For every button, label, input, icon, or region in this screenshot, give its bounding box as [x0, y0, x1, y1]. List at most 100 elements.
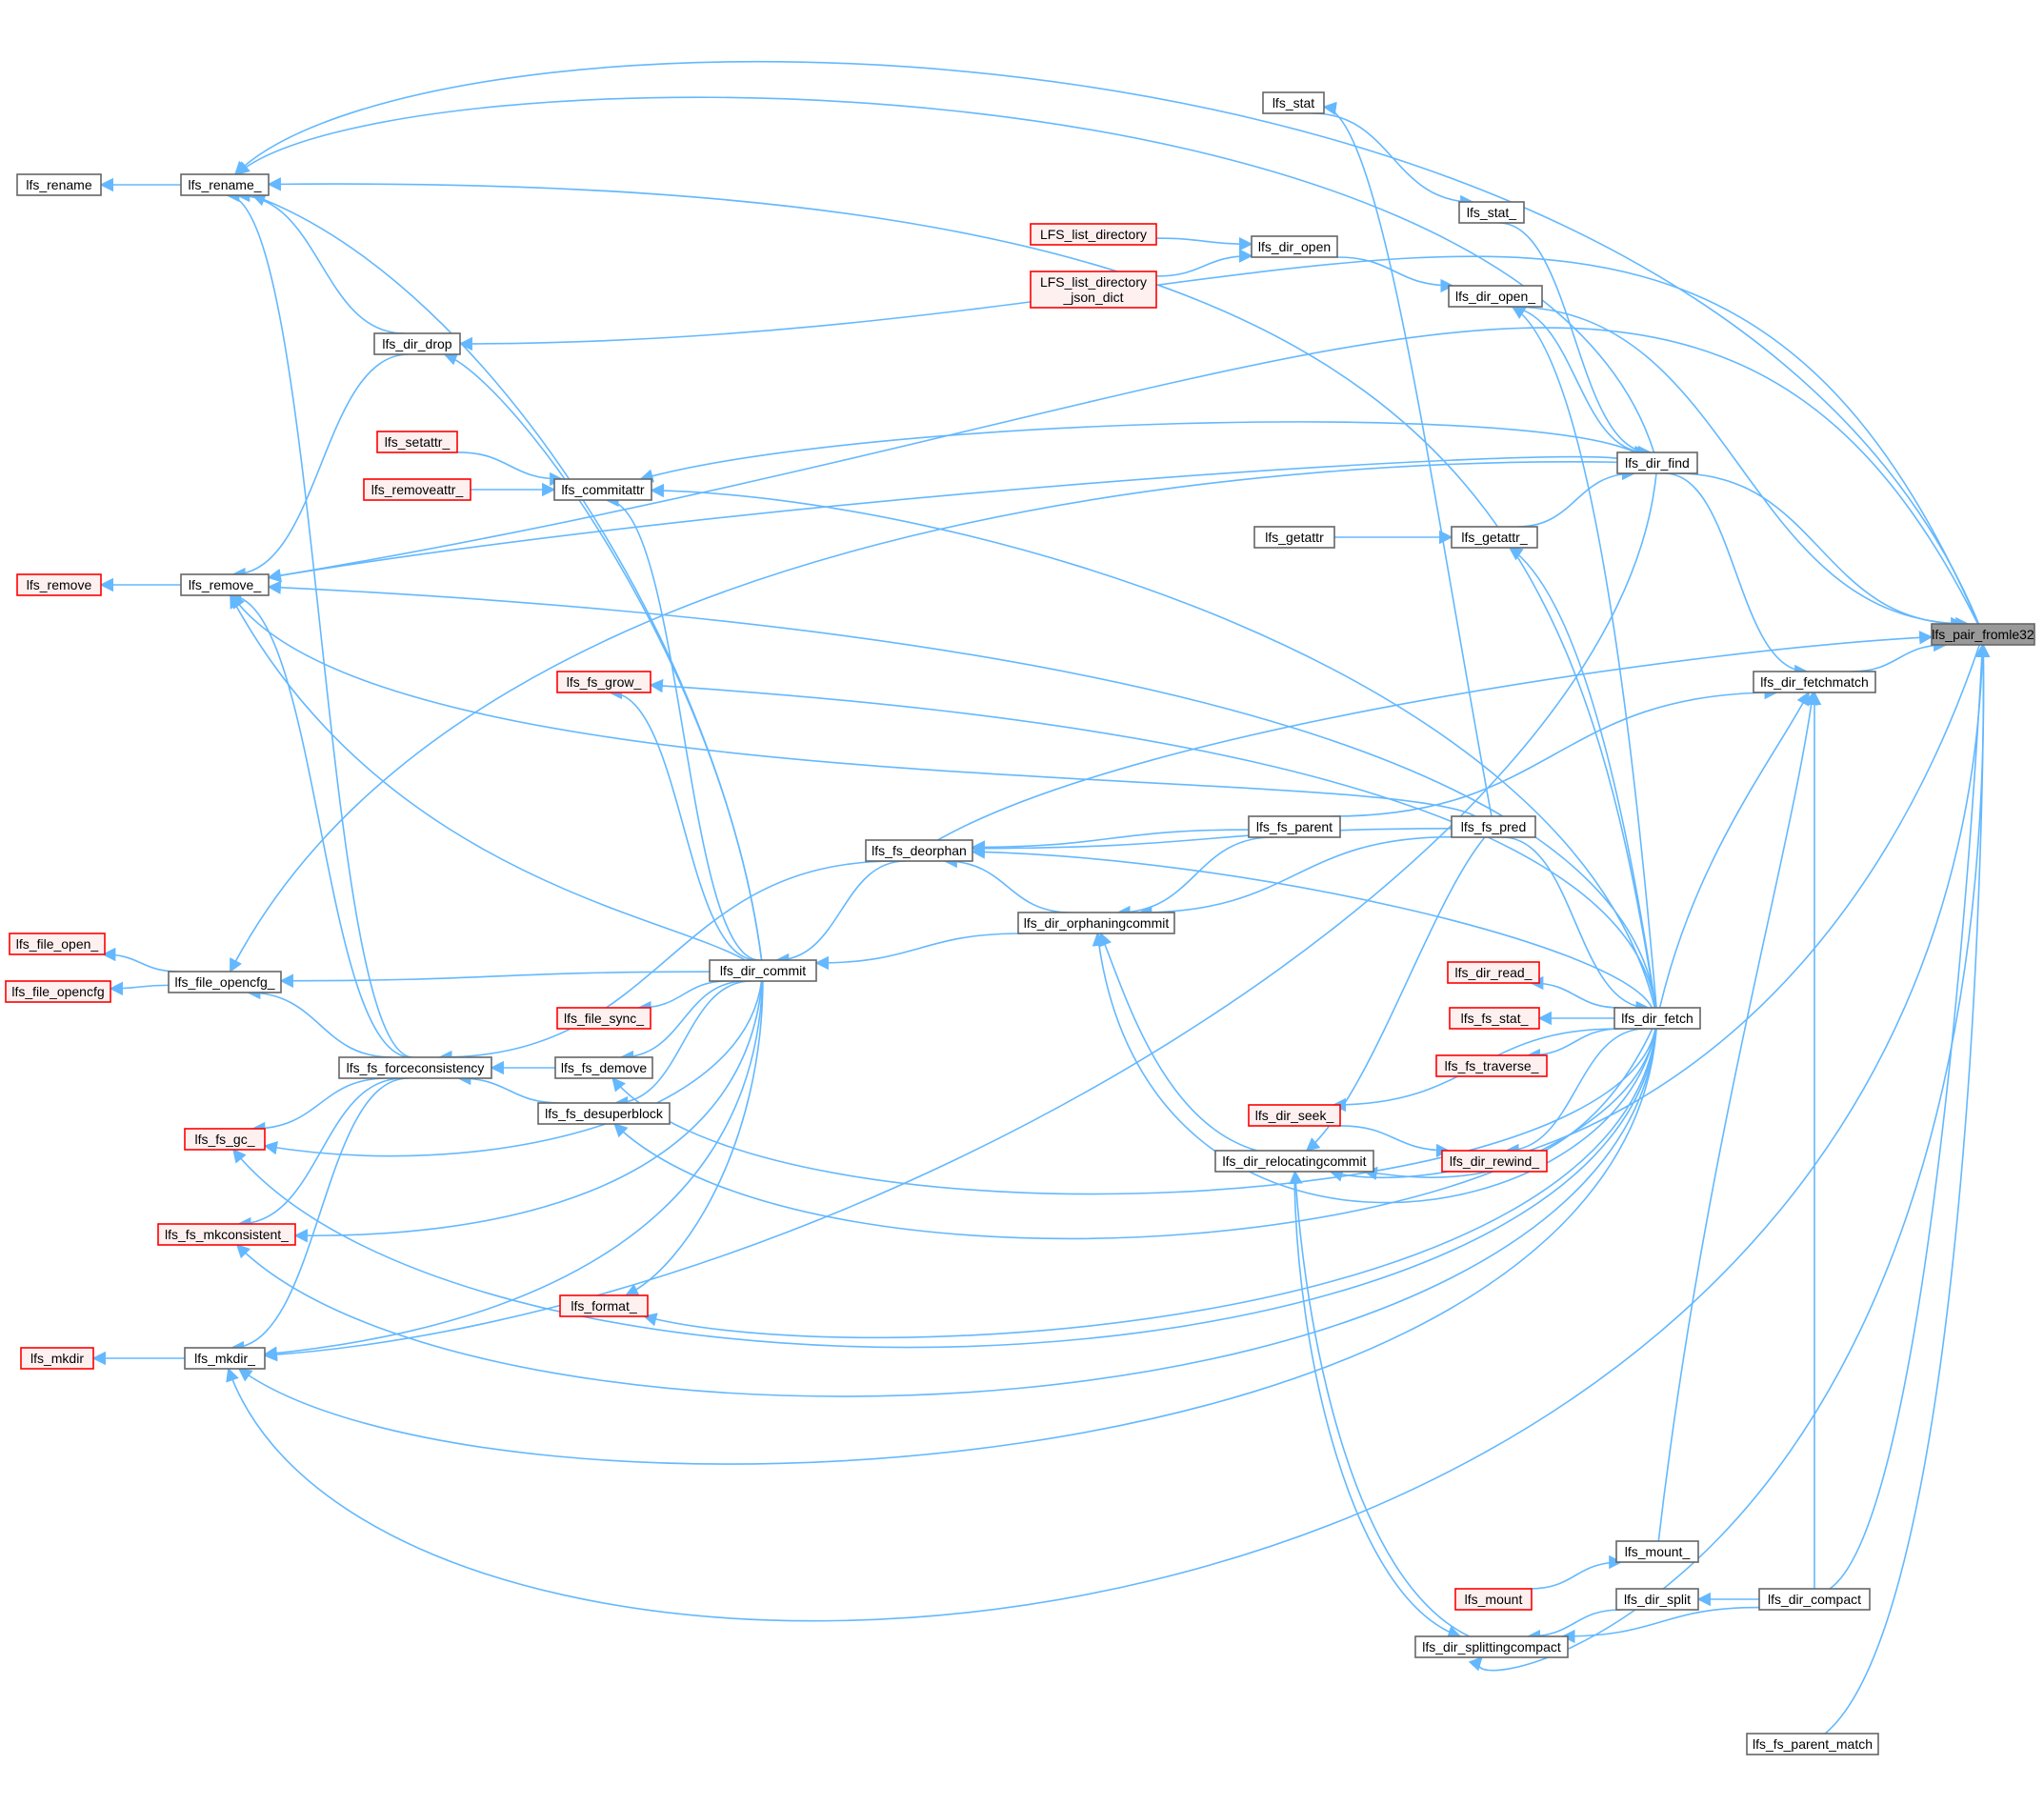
node-lfs-stat[interactable]: lfs_stat: [1262, 91, 1325, 114]
node-box: [1253, 526, 1335, 549]
node-lfs-fs-pred[interactable]: lfs_fs_pred: [1451, 815, 1536, 838]
node-lfs-removeattr-[interactable]: lfs_removeattr_: [363, 478, 471, 501]
edge-lfs_dir_open-to-lfs_dir_open_: [1336, 256, 1454, 293]
node-lfs-fs-demove[interactable]: lfs_fs_demove: [554, 1056, 653, 1079]
node-lfs-fs-stat-[interactable]: lfs_fs_stat_: [1449, 1007, 1540, 1030]
node-label: lfs_fs_deorphan: [872, 843, 967, 858]
node-lfs-rename[interactable]: lfs_rename: [16, 173, 102, 196]
node-lfs-dir-open[interactable]: lfs_dir_open: [1251, 235, 1338, 258]
edge-lfs_dir_find-to-lfs_dir_fetchmatch: [1664, 472, 1809, 679]
node-lfs-dir-open-[interactable]: lfs_dir_open_: [1448, 285, 1543, 308]
node-lfs-fs-gc-[interactable]: lfs_fs_gc_: [184, 1128, 266, 1151]
edge-lfs_fs_pred-to-lfs_dir_relocatingcommit: [1305, 836, 1486, 1152]
node-lfs-dir-commit[interactable]: lfs_dir_commit: [709, 959, 817, 982]
node-lfs-dir-compact[interactable]: lfs_dir_compact: [1758, 1588, 1871, 1611]
node-lfs-getattr[interactable]: lfs_getattr: [1253, 526, 1335, 549]
edges-layer: [91, 60, 1991, 1735]
edge-lfs_dir_fetch-to-lfs_mkdir_: [237, 1028, 1657, 1465]
node-lfs-fs-forceconsistency[interactable]: lfs_fs_forceconsistency: [338, 1056, 492, 1079]
edge-lfs_dir_commit-to-lfs_rename_: [251, 192, 763, 961]
edge-lfs_fs_pred-to-lfs_stat: [1322, 101, 1493, 817]
node-lfs-fs-parent[interactable]: lfs_fs_parent: [1248, 815, 1341, 838]
node-lfs-rename-[interactable]: lfs_rename_: [180, 173, 270, 196]
node-box: [1030, 271, 1157, 309]
node-box: [1414, 1635, 1569, 1658]
node-lfs-remove[interactable]: lfs_remove: [16, 573, 102, 596]
edge-lfs_dir_find-to-lfs_file_opencfg_: [229, 461, 1618, 973]
node-lfs-mount-[interactable]: lfs_mount_: [1615, 1540, 1699, 1563]
node-box: [556, 671, 651, 693]
node-lfs-pair-fromle32[interactable]: lfs_pair_fromle32: [1931, 623, 2035, 646]
node-lfs-dir-seek-[interactable]: lfs_dir_seek_: [1248, 1104, 1341, 1127]
node-lfs-fs-deorphan[interactable]: lfs_fs_deorphan: [865, 839, 973, 862]
node-box: [1435, 1054, 1548, 1077]
edge-lfs_fs_parent-to-lfs_fs_deorphan: [971, 829, 1250, 854]
edge-lfs_dir_fetch-to-lfs_dir_read_: [1529, 975, 1620, 1009]
edge-lfs_dir_compact-to-lfs_dir_splittingcompact: [1561, 1606, 1760, 1644]
node-box: [554, 1056, 653, 1079]
edge-lfs_dir_relocatingcommit-to-lfs_dir_orphaningcommit: [1098, 932, 1258, 1152]
node-lfs-stat-[interactable]: lfs_stat_: [1458, 201, 1525, 224]
node-lfs-list-directory[interactable]: LFS_list_directory: [1030, 223, 1157, 246]
node-lfs-list-directory-json-dict[interactable]: LFS_list_directory_json_dict: [1030, 271, 1157, 309]
node-label: lfs_mount_: [1625, 1544, 1691, 1559]
edge-lfs_dir_compact-to-lfs_pair_fromle32: [1829, 643, 1989, 1590]
node-lfs-file-sync-[interactable]: lfs_file_sync_: [556, 1007, 651, 1030]
edge-lfs_fs_parent_match-to-lfs_pair_fromle32: [1824, 643, 1991, 1735]
node-lfs-remove-[interactable]: lfs_remove_: [180, 573, 270, 596]
edge-lfs_pair_fromle32-to-lfs_rename_: [233, 60, 1980, 625]
node-lfs-fs-grow-[interactable]: lfs_fs_grow_: [556, 671, 651, 693]
node-lfs-getattr-[interactable]: lfs_getattr_: [1451, 526, 1538, 549]
node-box: [553, 478, 652, 501]
node-lfs-dir-find[interactable]: lfs_dir_find: [1616, 451, 1698, 474]
node-box: [1615, 1540, 1699, 1563]
node-label: lfs_dir_orphaningcommit: [1024, 915, 1170, 931]
node-lfs-file-opencfg[interactable]: lfs_file_opencfg: [5, 980, 111, 1003]
node-lfs-mount[interactable]: lfs_mount: [1454, 1588, 1533, 1611]
edge-lfs_dir_fetch-to-lfs_format_: [643, 1028, 1657, 1339]
edge-lfs_pair_fromle32-to-lfs_remove_: [267, 327, 1979, 625]
node-lfs-dir-read-[interactable]: lfs_dir_read_: [1447, 961, 1540, 984]
node-label: lfs_dir_split: [1624, 1592, 1691, 1607]
edge-lfs_fs_pred-to-lfs_fs_deorphan: [971, 828, 1453, 855]
node-box: [16, 573, 102, 596]
node-lfs-dir-relocatingcommit[interactable]: lfs_dir_relocatingcommit: [1214, 1150, 1374, 1173]
edge-lfs_dir_commit-to-lfs_file_sync_: [637, 980, 729, 1015]
node-lfs-file-opencfg-[interactable]: lfs_file_opencfg_: [168, 971, 282, 993]
node-lfs-fs-mkconsistent-[interactable]: lfs_fs_mkconsistent_: [157, 1223, 296, 1246]
node-box: [1758, 1588, 1871, 1611]
node-lfs-format-[interactable]: lfs_format_: [559, 1294, 649, 1317]
node-box: [1753, 671, 1876, 693]
edge-lfs_fs_forceconsistency-to-lfs_fs_gc_: [250, 1077, 388, 1136]
edge-lfs_dir_find-to-lfs_mkdir_: [263, 472, 1657, 1362]
node-box: [1447, 961, 1540, 984]
node-lfs-fs-traverse-[interactable]: lfs_fs_traverse_: [1435, 1054, 1548, 1077]
node-box: [1441, 1150, 1548, 1173]
node-lfs-mkdir[interactable]: lfs_mkdir: [20, 1347, 94, 1370]
node-lfs-commitattr[interactable]: lfs_commitattr: [553, 478, 652, 501]
node-lfs-fs-parent-match[interactable]: lfs_fs_parent_match: [1746, 1733, 1879, 1755]
node-label: lfs_setattr_: [385, 434, 451, 450]
node-box: [1746, 1733, 1879, 1755]
node-lfs-dir-drop[interactable]: lfs_dir_drop: [373, 332, 461, 355]
node-lfs-dir-split[interactable]: lfs_dir_split: [1615, 1588, 1699, 1611]
node-label: lfs_fs_mkconsistent_: [165, 1227, 289, 1242]
edge-lfs_dir_commit-to-lfs_remove_: [230, 593, 746, 961]
node-lfs-mkdir-[interactable]: lfs_mkdir_: [184, 1347, 266, 1370]
edge-LFS_list_directory_json_dict-to-lfs_dir_open: [1155, 249, 1253, 277]
node-lfs-setattr-[interactable]: lfs_setattr_: [376, 431, 458, 453]
node-box: [20, 1347, 94, 1370]
node-box: [376, 431, 458, 453]
node-box: [1248, 815, 1341, 838]
edge-lfs_dir_commit-to-lfs_mkdir_: [263, 980, 764, 1360]
node-lfs-dir-splittingcompact[interactable]: lfs_dir_splittingcompact: [1414, 1635, 1569, 1658]
node-label: lfs_rename_: [188, 177, 261, 192]
node-lfs-dir-fetchmatch[interactable]: lfs_dir_fetchmatch: [1753, 671, 1876, 693]
node-box: [16, 173, 102, 196]
edge-lfs_file_opencfg_-to-lfs_file_open_: [101, 947, 179, 973]
node-lfs-dir-orphaningcommit[interactable]: lfs_dir_orphaningcommit: [1017, 912, 1175, 934]
node-lfs-file-open-[interactable]: lfs_file_open_: [9, 933, 106, 955]
node-lfs-dir-rewind-[interactable]: lfs_dir_rewind_: [1441, 1150, 1548, 1173]
node-lfs-fs-desuperblock[interactable]: lfs_fs_desuperblock: [537, 1102, 671, 1125]
node-lfs-dir-fetch[interactable]: lfs_dir_fetch: [1613, 1007, 1701, 1030]
